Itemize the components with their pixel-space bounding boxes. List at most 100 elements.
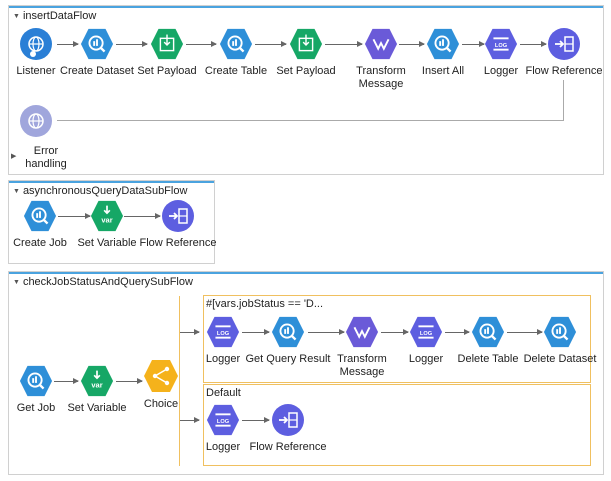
choice-icon <box>144 360 178 392</box>
error-handling-label[interactable]: Error handling <box>25 145 67 170</box>
node-label: Set Variable <box>77 237 137 249</box>
node-listener[interactable]: Listener <box>0 27 81 78</box>
node-label: Create Dataset <box>60 65 134 77</box>
return-line <box>563 80 564 120</box>
node-transform-message[interactable]: Transform Message <box>336 27 426 91</box>
flow-title-text: checkJobStatusAndQuerySubFlow <box>22 276 193 288</box>
default-route-title[interactable]: Default <box>206 387 241 399</box>
node-delete-table[interactable]: Delete Table <box>443 315 533 366</box>
logger-icon: LOG <box>206 404 240 436</box>
flow-reference-icon <box>162 200 194 232</box>
node-create-dataset[interactable]: Create Dataset <box>52 27 142 78</box>
node-label: Delete Table <box>457 353 519 365</box>
node-flow-reference[interactable]: Flow Reference <box>519 27 609 78</box>
svg-text:var: var <box>91 381 102 390</box>
logger-icon: LOG <box>206 316 240 348</box>
bigquery-icon <box>271 316 305 348</box>
node-insert-all[interactable]: Insert All <box>398 27 488 78</box>
flow-title[interactable]: ▼asynchronousQueryDataSubFlow <box>13 185 187 197</box>
connector-arrow <box>186 41 217 47</box>
node-label: Set Payload <box>137 65 197 77</box>
node-set-payload-1[interactable]: Set Payload <box>122 27 212 78</box>
flow-reference-icon <box>548 28 580 60</box>
node-get-query-result[interactable]: Get Query Result <box>243 315 333 366</box>
node-label: Flow Reference <box>525 65 603 77</box>
error-handling-globe-icon[interactable] <box>19 104 53 138</box>
connector-arrow <box>242 329 270 335</box>
node-label: Logger <box>483 65 519 77</box>
connector-arrow <box>180 329 200 335</box>
node-create-job[interactable]: Create Job <box>0 199 85 250</box>
logger-icon: LOG <box>484 28 518 60</box>
connector-arrow <box>124 213 161 219</box>
flow-title[interactable]: ▼insertDataFlow <box>13 10 96 22</box>
node-label: Logger <box>205 353 241 365</box>
node-label: Listener <box>16 65 56 77</box>
node-flow-reference[interactable]: Flow Reference <box>243 403 333 454</box>
bigquery-icon <box>23 200 57 232</box>
node-logger[interactable]: LOG Logger <box>178 315 268 366</box>
node-logger[interactable]: LOG Logger <box>456 27 546 78</box>
node-label: Choice <box>143 398 179 410</box>
connector-arrow <box>57 41 79 47</box>
flow-top-border <box>9 272 603 274</box>
node-label: Create Table <box>204 65 268 77</box>
flow-reference-icon <box>272 404 304 436</box>
node-create-table[interactable]: Create Table <box>191 27 281 78</box>
bigquery-icon <box>19 365 53 397</box>
node-get-job[interactable]: Get Job <box>0 364 81 415</box>
node-label: Transform Message <box>337 353 387 378</box>
node-delete-dataset[interactable]: Delete Dataset <box>515 315 605 366</box>
node-label: Flow Reference <box>249 441 327 453</box>
connector-arrow <box>381 329 409 335</box>
transform-icon <box>345 316 379 348</box>
bigquery-icon <box>471 316 505 348</box>
connector-arrow <box>308 329 345 335</box>
node-label: Logger <box>205 441 241 453</box>
bigquery-icon <box>543 316 577 348</box>
node-label: Logger <box>408 353 444 365</box>
flow-title[interactable]: ▼checkJobStatusAndQuerySubFlow <box>13 276 193 288</box>
connector-arrow <box>180 417 200 423</box>
connector-arrow <box>445 329 470 335</box>
choice-scope-line <box>179 296 180 466</box>
flow-top-border <box>9 181 214 183</box>
collapse-triangle-icon[interactable]: ▼ <box>13 279 20 286</box>
when-condition[interactable]: #[vars.jobStatus == 'D... <box>206 298 324 310</box>
node-label: Set Payload <box>276 65 336 77</box>
choice-default-route <box>203 384 591 466</box>
expand-triangle-icon[interactable]: ▶ <box>11 153 17 160</box>
connector-arrow <box>462 41 485 47</box>
connector-arrow <box>116 378 143 384</box>
node-label: Transform Message <box>356 65 406 90</box>
node-flow-reference[interactable]: Flow Reference <box>133 199 223 250</box>
choice-when-route <box>203 295 591 383</box>
node-label: Get Job <box>16 402 56 414</box>
node-label: Delete Dataset <box>523 353 597 365</box>
logger-icon: LOG <box>409 316 443 348</box>
node-set-variable[interactable]: var Set Variable <box>52 364 142 415</box>
svg-text:LOG: LOG <box>420 331 433 337</box>
node-logger[interactable]: LOG Logger <box>178 403 268 454</box>
svg-text:var: var <box>101 216 112 225</box>
node-label: Insert All <box>421 65 465 77</box>
collapse-triangle-icon[interactable]: ▼ <box>13 13 20 20</box>
bigquery-icon <box>80 28 114 60</box>
node-label: Get Query Result <box>245 353 331 365</box>
node-transform-message[interactable]: Transform Message <box>317 315 407 379</box>
connector-arrow <box>54 378 79 384</box>
set-variable-icon: var <box>90 200 124 232</box>
node-choice[interactable]: Choice <box>116 358 206 411</box>
flow-title-text: asynchronousQueryDataSubFlow <box>22 185 188 197</box>
connector-arrow <box>116 41 148 47</box>
node-set-variable[interactable]: var Set Variable <box>62 199 152 250</box>
bigquery-icon <box>219 28 253 60</box>
node-set-payload-2[interactable]: Set Payload <box>261 27 351 78</box>
set-payload-icon <box>150 28 184 60</box>
node-logger-2[interactable]: LOG Logger <box>381 315 471 366</box>
connector-arrow <box>242 417 270 423</box>
collapse-triangle-icon[interactable]: ▼ <box>13 188 20 195</box>
transform-icon <box>364 28 398 60</box>
connector-arrow <box>399 41 425 47</box>
connector-arrow <box>520 41 547 47</box>
